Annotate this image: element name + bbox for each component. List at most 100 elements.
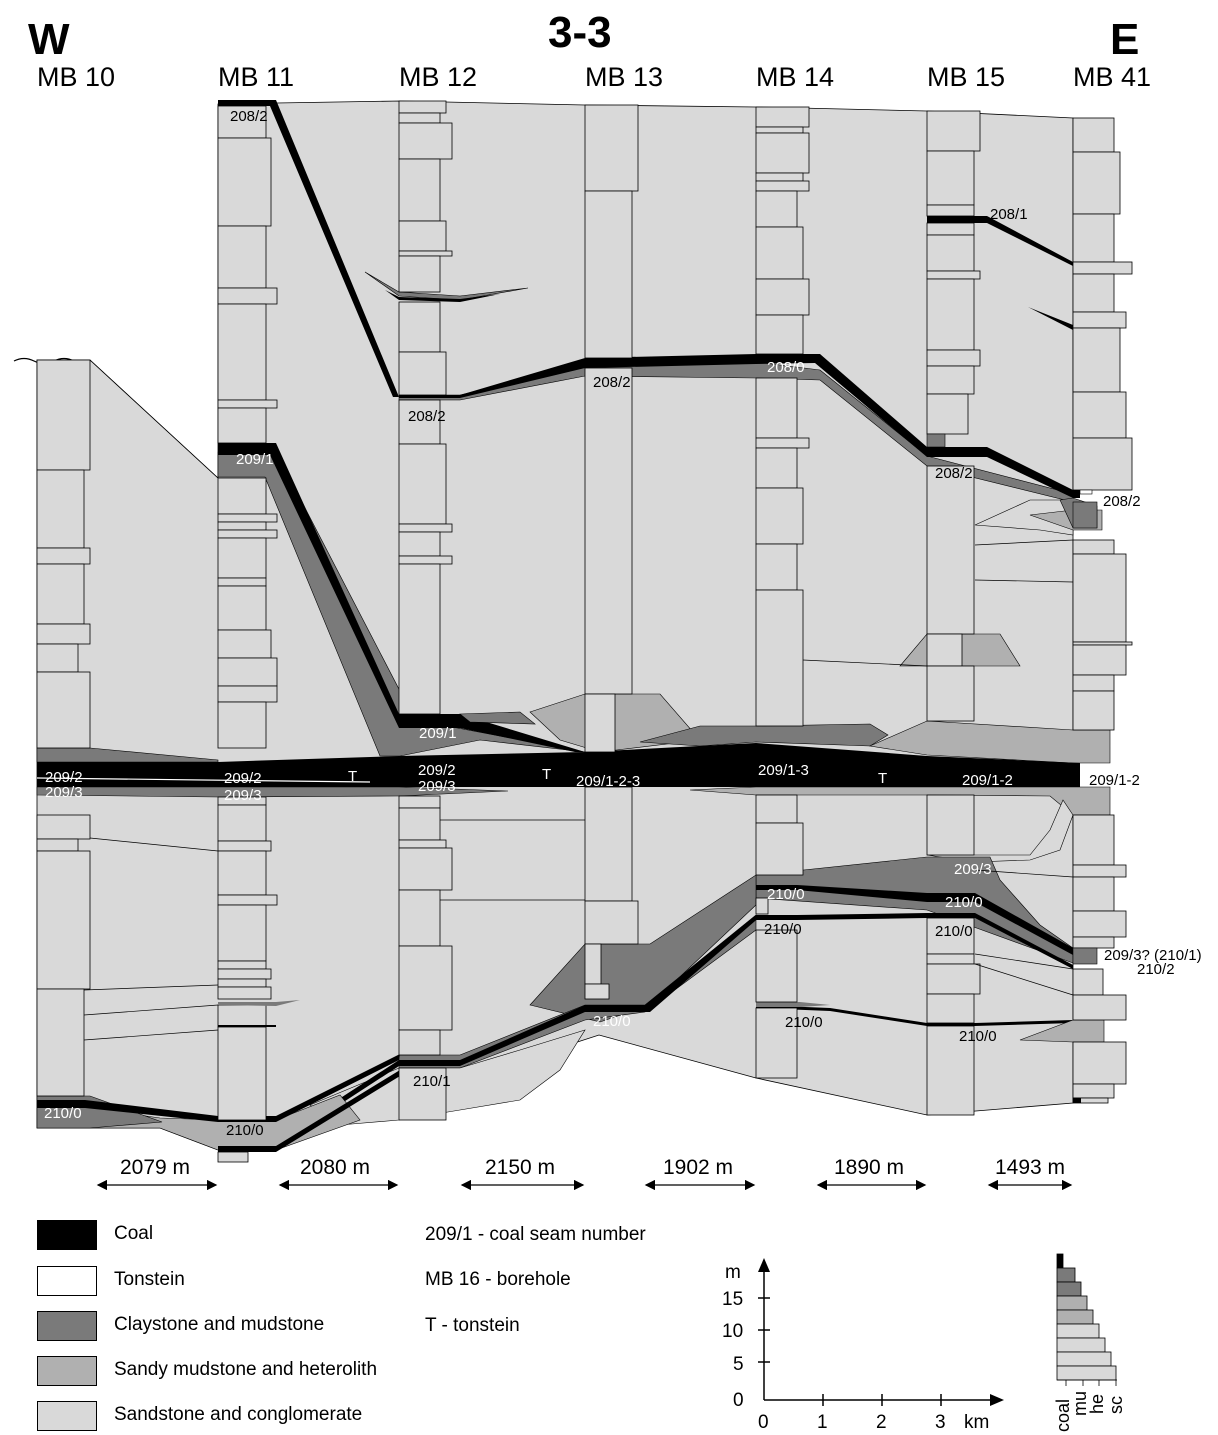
legend-label: Sandstone and conglomerate xyxy=(114,1404,363,1425)
coal-seam-209-1 xyxy=(218,443,585,752)
seam-label: 210/0 xyxy=(44,1105,82,1122)
coal-seam-208-2-mb11 xyxy=(218,100,399,397)
scale-tick: 2 xyxy=(876,1412,887,1433)
seam-label: 210/2 xyxy=(1137,961,1175,978)
borehole-label-mb12: MB 12 xyxy=(399,62,478,92)
seam-label: 208/2 xyxy=(230,108,268,125)
seam-label: 209/1-2-3 xyxy=(576,773,640,790)
scale-tick: 0 xyxy=(733,1390,744,1411)
coal-seam-208-1 xyxy=(927,216,1073,266)
legend-label: Claystone and mudstone xyxy=(114,1314,325,1335)
seam-label: 209/1-3 xyxy=(758,762,809,779)
borehole-label-mb15: MB 15 xyxy=(927,62,1006,92)
legend-label: Coal xyxy=(114,1223,154,1244)
seam-label: 209/3? (210/1) xyxy=(1104,947,1202,964)
coal-210-0-upper xyxy=(756,885,1080,955)
seam-labels: 208/2 208/2 208/2 208/0 208/1 208/2 208/… xyxy=(44,108,1202,1139)
section-title: 3-3 xyxy=(548,8,612,57)
seam-label: 210/0 xyxy=(945,894,983,911)
borehole-label-mb14: MB 14 xyxy=(756,62,835,92)
grain-size-key xyxy=(1056,1253,1117,1386)
scale-tick: 1 xyxy=(817,1412,828,1433)
seam-label: 208/2 xyxy=(935,465,973,482)
clay-209-3 xyxy=(36,786,509,798)
east-label: E xyxy=(1110,15,1140,64)
distance-label: 2079 m xyxy=(120,1156,190,1179)
legend-swatch-tonstein xyxy=(37,1266,97,1296)
seam-label: 210/0 xyxy=(764,921,802,938)
seam-label: 208/2 xyxy=(593,374,631,391)
grain-key-label: sc xyxy=(1106,1396,1126,1414)
sandy-lens-mb14-mb15 xyxy=(868,720,1111,764)
distance-label: 1902 m xyxy=(663,1156,733,1179)
distance-label: 2080 m xyxy=(300,1156,370,1179)
scale-arrow-right xyxy=(990,1394,1004,1406)
seam-label: 210/1 xyxy=(413,1073,451,1090)
grain-key-label: mu xyxy=(1070,1391,1090,1416)
seam-label: 208/2 xyxy=(408,408,446,425)
clay-block-mb41-lower xyxy=(1072,947,1098,965)
clay-bed-mb11 xyxy=(218,1000,300,1006)
key-tonstein: T - tonstein xyxy=(425,1315,520,1336)
clay-block-mb41 xyxy=(1072,501,1098,529)
distance-label: 1493 m xyxy=(995,1156,1065,1179)
seam-label: 209/2 xyxy=(45,769,83,786)
scale-tick: 10 xyxy=(722,1321,743,1342)
seam-label: 209/2 xyxy=(224,770,262,787)
borehole-columns xyxy=(36,100,1133,1163)
coal-bed-mb11 xyxy=(218,1025,276,1027)
tonstein-block-mb41 xyxy=(1079,489,1093,495)
clay-210-mb14-lower xyxy=(756,1002,830,1007)
sandy-lens-mb41-210 xyxy=(1019,1019,1105,1043)
borehole-label-mb41: MB 41 xyxy=(1073,62,1152,92)
coal-210-0-mb10 xyxy=(37,1054,400,1122)
seam-label: 209/3 xyxy=(224,787,262,804)
tonstein-marker: T xyxy=(878,770,887,787)
scale-tick: 3 xyxy=(935,1412,946,1433)
seam-label: 210/0 xyxy=(593,1013,631,1030)
clay-lens-mb13-mb14 xyxy=(639,723,889,747)
key-seam-number: 209/1 - coal seam number xyxy=(425,1224,646,1245)
coal-210-0-mb14-lower xyxy=(756,1005,1073,1026)
distance-label: 1890 m xyxy=(834,1156,904,1179)
scale-tick: 15 xyxy=(722,1289,743,1310)
coal-block-mb41 xyxy=(1073,1098,1081,1103)
borehole-label-mb11: MB 11 xyxy=(218,62,295,92)
seam-label: 210/0 xyxy=(767,886,805,903)
distance-label: 2150 m xyxy=(485,1156,555,1179)
clay-209-1-tongue xyxy=(459,711,536,725)
coal-210-0-lower xyxy=(756,913,1073,969)
coal-210-0-mb12 xyxy=(276,1005,585,1146)
distance-labels: 2079 m 2080 m 2150 m 1902 m 1890 m 1493 … xyxy=(120,1156,1065,1179)
borehole-label-mb13: MB 13 xyxy=(585,62,664,92)
seam-label: 210/0 xyxy=(226,1122,264,1139)
seam-label: 209/3 xyxy=(954,861,992,878)
seam-label: 208/0 xyxy=(767,359,805,376)
scale-vertical-unit: m xyxy=(725,1262,741,1283)
legend-label: Sandy mudstone and heterolith xyxy=(114,1359,378,1380)
seam-label: 209/1-2 xyxy=(1089,772,1140,789)
clay-block-mb15 xyxy=(926,433,946,448)
west-label: W xyxy=(28,15,70,64)
tonstein-line xyxy=(36,777,371,783)
tonstein-marker: T xyxy=(542,766,551,783)
seam-label: 210/0 xyxy=(785,1014,823,1031)
legend-swatch-sandstone xyxy=(37,1401,97,1431)
seam-label: 209/1-2 xyxy=(962,772,1013,789)
tonstein-marker: T xyxy=(348,768,357,785)
clay-209-3-mb15 xyxy=(755,856,1074,964)
scale-tick: 0 xyxy=(758,1412,769,1433)
sandy-210-mb11 xyxy=(36,1094,361,1151)
scale-horizontal-unit: km xyxy=(964,1412,989,1433)
legend-label: Tonstein xyxy=(114,1269,185,1290)
grain-key-label: he xyxy=(1087,1394,1107,1414)
coal-210-0-mb13 xyxy=(585,915,762,1012)
seam-label: 209/3 xyxy=(418,778,456,795)
sandy-209-below xyxy=(689,786,1111,816)
legend-swatch-coal xyxy=(37,1220,97,1250)
borehole-label-mb10: MB 10 xyxy=(37,62,116,92)
bed-correlation-lines xyxy=(83,359,1074,1041)
seam-label: 210/0 xyxy=(959,1028,997,1045)
legend-swatch-claystone xyxy=(37,1311,97,1341)
